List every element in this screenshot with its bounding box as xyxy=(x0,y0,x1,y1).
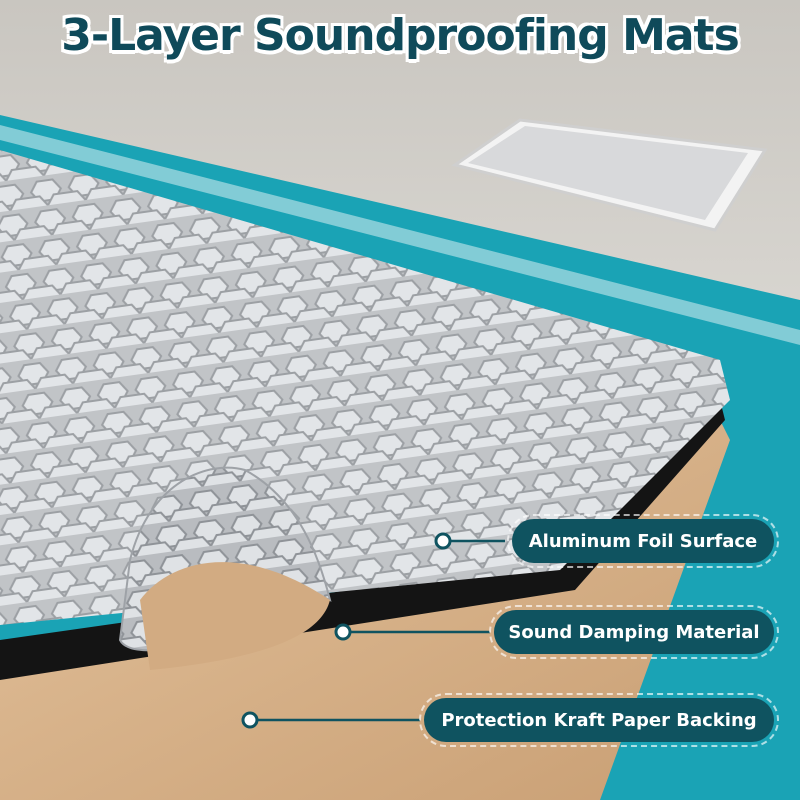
marker-damping xyxy=(334,623,352,641)
callout-aluminum-foil: Aluminum Foil Surface xyxy=(507,514,779,568)
page-title: 3-Layer Soundproofing Mats xyxy=(61,10,740,61)
peeled-kraft-edge xyxy=(140,562,330,670)
callout-sound-damping: Sound Damping Material xyxy=(489,605,779,659)
marker-kraft xyxy=(241,711,259,729)
vent-grille xyxy=(468,126,748,220)
teal-highlight xyxy=(0,125,800,345)
marker-foil xyxy=(434,532,452,550)
callout-kraft-backing: Protection Kraft Paper Backing xyxy=(419,693,779,747)
